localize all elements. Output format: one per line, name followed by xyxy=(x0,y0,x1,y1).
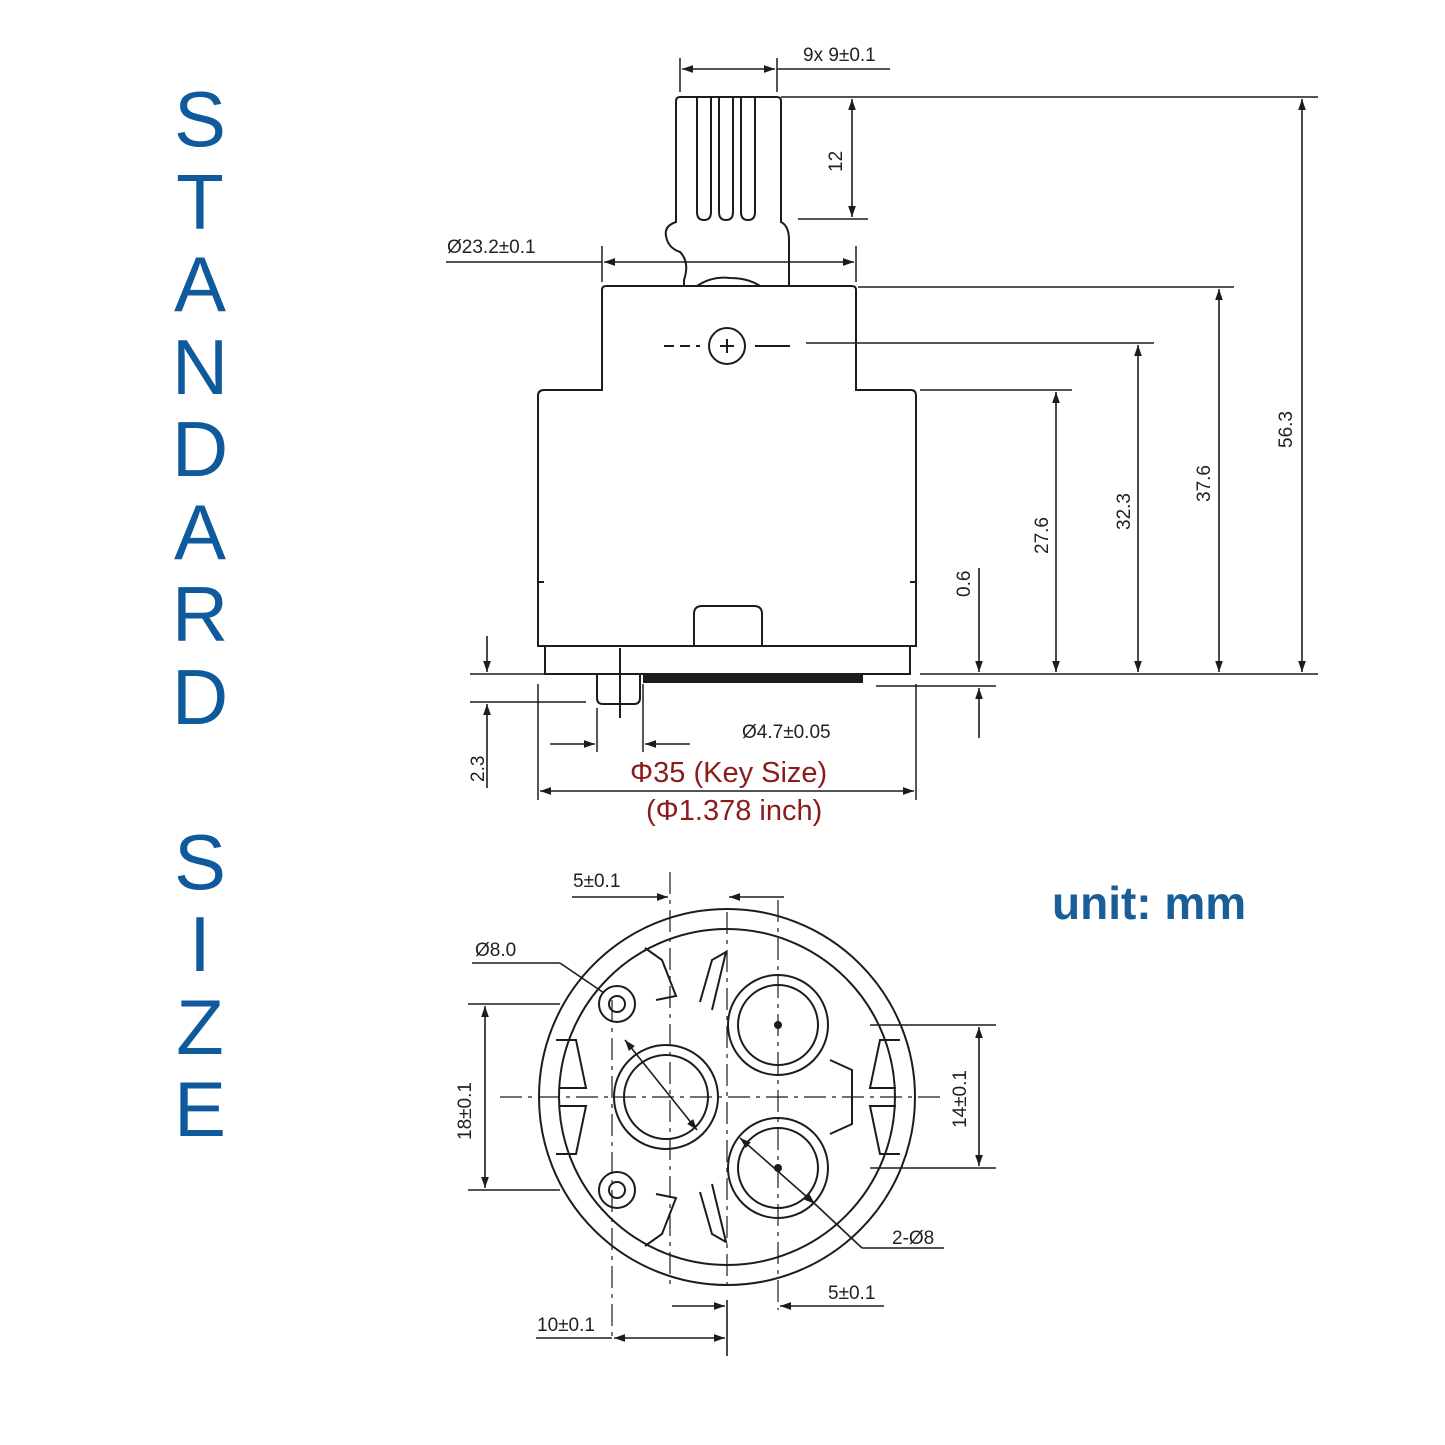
body-diameter-label: Ø23.2±0.1 xyxy=(447,237,536,258)
spline-height-label: 12 xyxy=(826,151,847,172)
seal-gasket xyxy=(643,673,863,683)
left-span-label: 18±0.1 xyxy=(455,1082,476,1140)
title-letter: Z xyxy=(176,982,224,1071)
title-letter: R xyxy=(171,570,229,658)
stem-neck xyxy=(696,276,761,287)
left-offset-label: 10±0.1 xyxy=(537,1315,595,1336)
bottom-offset-label: 5±0.1 xyxy=(828,1283,875,1304)
title-letter: D xyxy=(171,405,229,493)
bottom-view-dimension-lines xyxy=(468,893,996,1356)
right-span-label: 14±0.1 xyxy=(950,1070,971,1128)
top-right-port xyxy=(727,974,829,1076)
key-size-inch-label: (Φ1.378 inch) xyxy=(646,795,822,827)
title-letter: T xyxy=(176,157,224,246)
title-letter: I xyxy=(189,900,211,988)
two-holes-label: 2-Ø8 xyxy=(892,1228,934,1249)
total-height-label: 56.3 xyxy=(1276,411,1297,448)
standard-size-title: S T A N D A R D S I Z E xyxy=(150,78,250,1151)
pin-hole-top xyxy=(598,985,636,1023)
gap-label: 0.6 xyxy=(954,571,975,597)
height-32-label: 32.3 xyxy=(1114,493,1135,530)
title-letter: D xyxy=(171,652,229,741)
side-view-dimension-arrows xyxy=(446,65,1306,795)
hole-diameter-label: Ø8.0 xyxy=(475,940,516,961)
key-size-label: Φ35 (Key Size) xyxy=(630,757,827,789)
spline-grooves xyxy=(696,97,756,222)
side-view-extension-lines xyxy=(470,58,1318,800)
main-body xyxy=(537,386,917,647)
height-37-label: 37.6 xyxy=(1194,465,1215,502)
pin-hole-bottom xyxy=(598,1171,636,1209)
unit-label: unit: mm xyxy=(1052,877,1247,929)
base-ring xyxy=(544,646,911,675)
title-letter: A xyxy=(173,487,227,576)
title-letter: S xyxy=(173,817,227,906)
upper-body xyxy=(601,285,857,386)
title-letter: E xyxy=(173,1065,227,1153)
spline-stem xyxy=(664,96,790,286)
center-hole xyxy=(708,327,746,365)
bottom-slot xyxy=(693,605,763,646)
title-letter: S xyxy=(173,75,227,163)
pin xyxy=(596,674,641,705)
side-view xyxy=(537,96,917,718)
spline-width-label: 9x 9±0.1 xyxy=(803,45,876,66)
top-offset-label: 5±0.1 xyxy=(573,871,620,892)
title-letter: A xyxy=(173,240,227,328)
pin-height-label: 2.3 xyxy=(468,756,489,782)
pin-diameter-label: Ø4.7±0.05 xyxy=(742,722,831,743)
height-27-label: 27.6 xyxy=(1032,517,1053,554)
title-letter: N xyxy=(171,322,229,411)
